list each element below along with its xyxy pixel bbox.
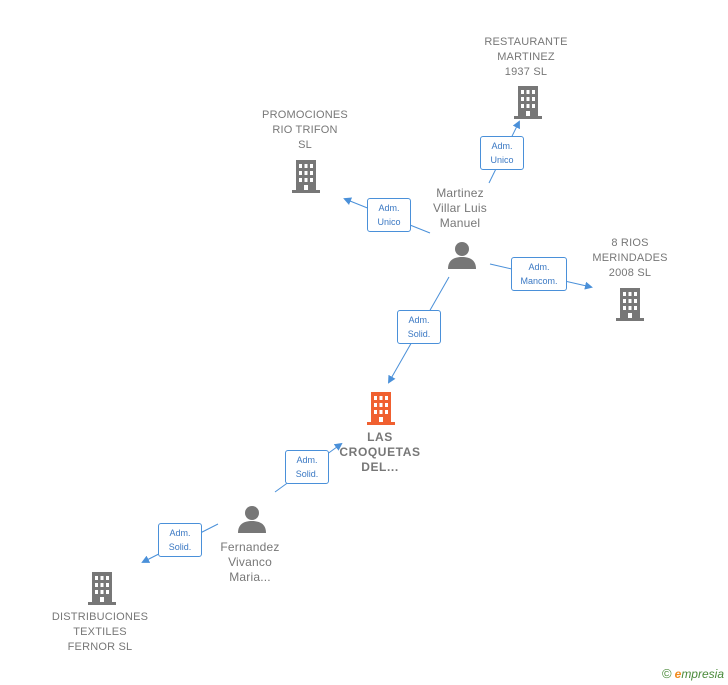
relation-line: Adm. — [378, 203, 400, 213]
node-label-restaurante[interactable]: RESTAURANTE MARTINEZ 1937 SL — [466, 35, 586, 80]
relation-badge[interactable]: Adm. Solid. — [285, 450, 329, 484]
node-label-fernandez[interactable]: Fernandez Vivanco Maria... — [200, 540, 300, 585]
label-line: LAS — [367, 430, 393, 444]
label-line: Maria... — [229, 570, 271, 584]
label-line: RIO TRIFON — [272, 124, 338, 136]
relation-line: Adm. — [296, 455, 318, 465]
node-label-promociones[interactable]: PROMOCIONES RIO TRIFON SL — [245, 108, 365, 153]
node-label-rios[interactable]: 8 RIOS MERINDADES 2008 SL — [580, 236, 680, 281]
copyright-icon: © — [662, 666, 672, 681]
label-line: 1937 SL — [504, 66, 548, 78]
relation-line: Adm. — [491, 141, 513, 151]
relation-line: Solid. — [407, 329, 431, 339]
building-icon[interactable] — [512, 84, 544, 120]
label-line: FERNOR SL — [67, 641, 133, 653]
brand-logo-e: e — [674, 667, 682, 681]
label-line: SL — [298, 139, 312, 151]
label-line: DEL... — [361, 460, 399, 474]
node-label-croquetas[interactable]: LAS CROQUETAS DEL... — [330, 430, 430, 475]
relation-badge[interactable]: Adm. Solid. — [158, 523, 202, 557]
brand-logo-text: mpresia — [681, 667, 724, 681]
relation-line: Solid. — [168, 542, 192, 552]
person-icon[interactable] — [237, 504, 267, 534]
label-line: Manuel — [439, 216, 481, 230]
relation-line: Adm. — [169, 528, 191, 538]
label-line: 2008 SL — [608, 267, 652, 279]
label-line: Villar Luis — [432, 201, 487, 215]
label-line: PROMOCIONES — [262, 109, 348, 121]
relation-badge[interactable]: Adm. Solid. — [397, 310, 441, 344]
building-icon[interactable] — [290, 158, 322, 194]
relation-line: Unico — [490, 155, 514, 165]
person-icon[interactable] — [447, 240, 477, 270]
node-label-martinez[interactable]: Martinez Villar Luis Manuel — [410, 186, 510, 231]
label-line: 8 RIOS — [611, 237, 649, 249]
relation-badge[interactable]: Adm. Unico — [367, 198, 411, 232]
building-icon-main[interactable] — [365, 390, 397, 426]
relation-line: Adm. — [528, 262, 550, 272]
relation-line: Solid. — [295, 469, 319, 479]
relation-line: Adm. — [408, 315, 430, 325]
node-label-distribuciones[interactable]: DISTRIBUCIONES TEXTILES FERNOR SL — [40, 610, 160, 655]
label-line: CROQUETAS — [339, 445, 421, 459]
brand-footer: ©empresia — [662, 666, 724, 681]
building-icon[interactable] — [86, 570, 118, 606]
label-line: Martinez — [436, 186, 484, 200]
relation-badge[interactable]: Adm. Unico — [480, 136, 524, 170]
label-line: MARTINEZ — [497, 51, 555, 63]
relation-line: Mancom. — [520, 276, 558, 286]
label-line: MERINDADES — [592, 252, 668, 264]
label-line: Vivanco — [228, 555, 272, 569]
label-line: DISTRIBUCIONES — [51, 611, 149, 623]
building-icon[interactable] — [614, 286, 646, 322]
label-line: TEXTILES — [73, 626, 127, 638]
relation-line: Unico — [377, 217, 401, 227]
label-line: Fernandez — [220, 540, 280, 554]
relation-badge[interactable]: Adm. Mancom. — [511, 257, 567, 291]
label-line: RESTAURANTE — [484, 36, 568, 48]
